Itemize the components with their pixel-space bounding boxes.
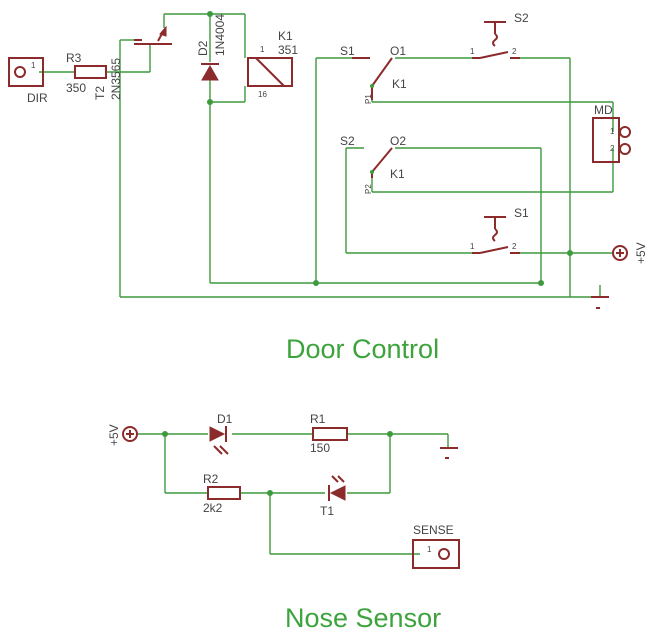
p2-label: P2 [364,184,373,194]
plus5v-bottom-label: +5V [107,424,121,446]
md-pin2: 2 [610,144,615,153]
p1-label: P1 [364,94,373,104]
r3-value: 350 [66,81,86,95]
k1-name: K1 [278,29,293,43]
md-pin1: 1 [610,127,615,136]
door-control-wires [39,13,614,298]
transistor-t2: T2 2N3565 [93,25,172,100]
nose-sensor-title: Nose Sensor [285,603,441,633]
k1-pin1: 1 [260,45,265,54]
switch-s2: S2 1 2 [470,11,529,59]
door-control-title: Door Control [286,334,439,364]
sense-connector: 1 SENSE [412,523,460,569]
s2-node-label: S2 [340,134,355,148]
led-d1: D1 [209,412,233,455]
supply-5v-bottom: +5V [107,424,138,446]
o2-label: O2 [390,134,406,148]
s2-switch-label: S2 [514,11,529,25]
s2-pin1: 1 [470,47,475,56]
door-control-junctions [207,11,573,286]
t1-name: T1 [320,504,334,518]
md-connector: MD 1 2 [592,103,631,163]
r2-name: R2 [203,472,219,486]
resistor-r2: R2 2k2 [203,472,241,515]
relay-k1-contact2: S2 O2 K1 P2 [340,134,406,194]
r1-value: 150 [310,441,330,455]
r1-name: R1 [310,412,326,426]
s1-pin2: 2 [512,242,517,251]
dir-label: DIR [27,91,48,105]
resistor-r1: R1 150 [310,412,348,455]
relay-k1-contact1: S1 O1 K1 P1 [340,44,407,104]
sense-label: SENSE [413,523,454,537]
supply-5v-top: +5V [612,242,648,264]
d2-name: D2 [196,40,210,56]
photodiode-t1: T1 [320,475,346,518]
switch-s1: S1 1 2 [470,206,529,254]
k1-contact2-label: K1 [390,167,405,181]
d1-name: D1 [217,412,233,426]
nose-sensor-wires [137,433,449,555]
t2-part: 2N3565 [109,58,123,100]
md-label: MD [594,103,613,117]
nose-sensor-junctions [162,431,393,496]
s1-node-label: S1 [340,44,355,58]
ground-bottom [440,447,458,459]
diode-d2: D2 1N4004 [196,14,227,81]
s2-pin2: 2 [512,47,517,56]
r2-value: 2k2 [203,501,223,515]
s1-pin1: 1 [470,242,475,251]
resistor-r3: R3 350 [66,51,107,95]
k1-contact1-label: K1 [392,77,407,91]
o1-label: O1 [390,44,406,58]
dir-pin-label: 1 [31,61,36,70]
relay-k1-coil: 1 16 K1 351 [247,29,298,99]
sense-pin: 1 [427,545,432,554]
ground-top [591,285,609,309]
dir-connector: 1 DIR [8,57,48,105]
d2-part: 1N4004 [213,14,227,56]
t2-name: T2 [93,86,107,100]
plus5v-top-label: +5V [634,242,648,264]
r3-name: R3 [66,51,82,65]
k1-value: 351 [278,43,298,57]
s1-switch-label: S1 [514,206,529,220]
k1-pin16: 16 [258,90,267,99]
